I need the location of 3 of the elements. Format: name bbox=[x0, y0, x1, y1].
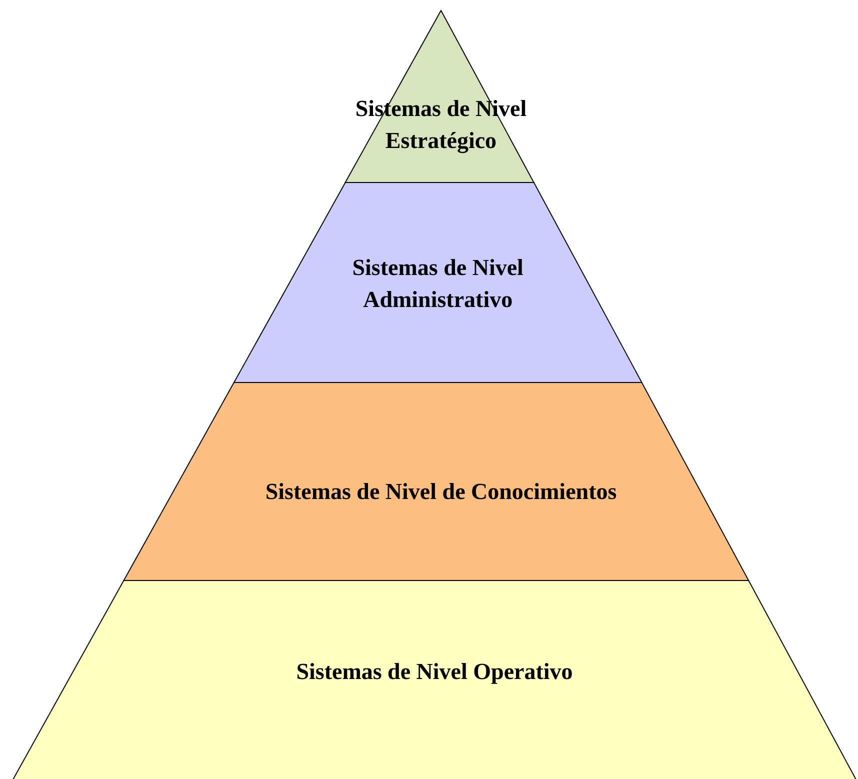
level-label: Sistemas de Nivel Administrativo bbox=[351, 254, 524, 314]
level-label: Sistemas de Nivel Operativo bbox=[295, 658, 574, 686]
level-label: Sistemas de Nivel de Conocimientos bbox=[264, 478, 618, 506]
